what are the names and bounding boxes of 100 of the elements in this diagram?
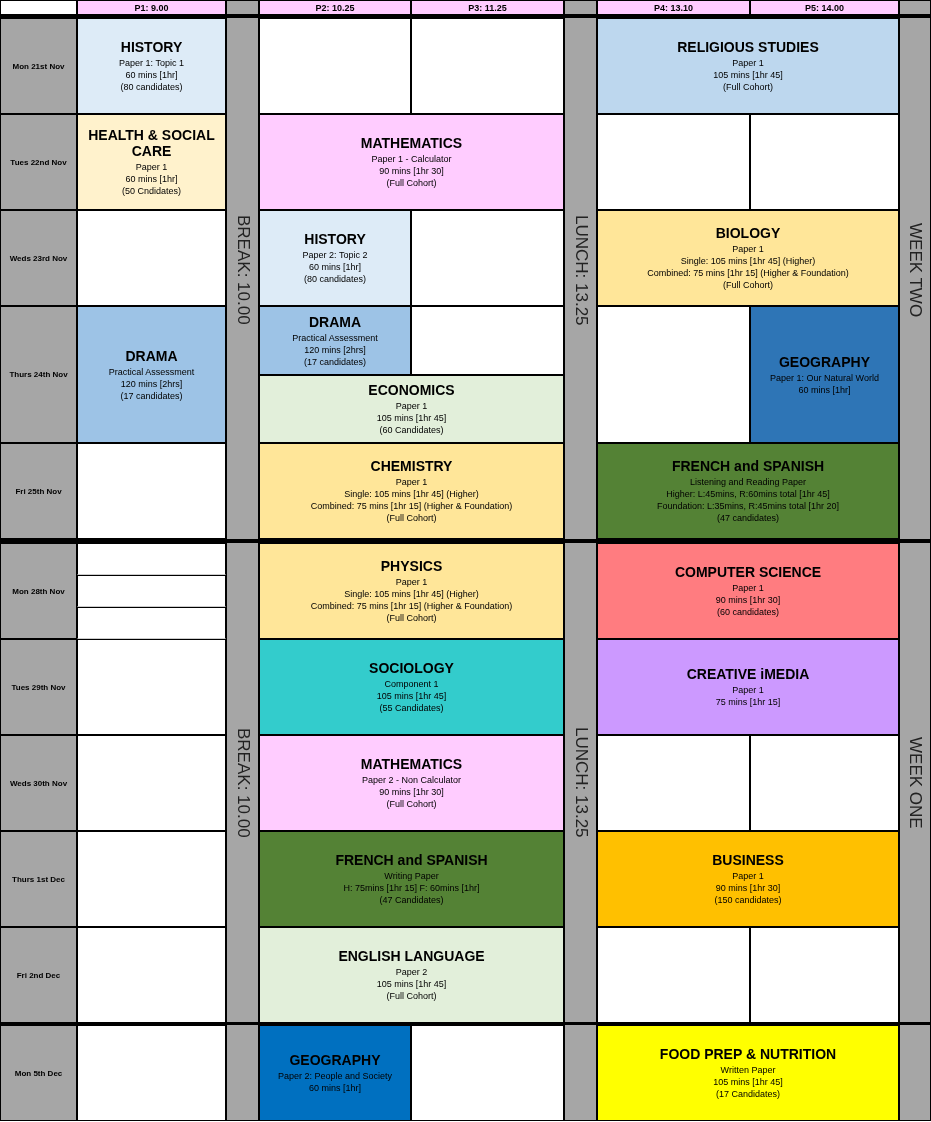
exam-block <box>750 306 899 443</box>
exam-detail: Single: 105 mins [1hr 45] (Higher) <box>680 255 816 267</box>
exam-detail: 60 mins [1hr] <box>309 261 361 273</box>
exam-detail: Written Paper <box>720 1064 776 1076</box>
exam-block <box>597 18 899 114</box>
exam-block <box>597 443 899 539</box>
subject-title: SOCIOLOGY <box>369 660 454 676</box>
exam-detail: 90 mins [1hr 30] <box>379 165 444 177</box>
exam-detail: (60 Candidates) <box>379 424 444 436</box>
subject-title: HEALTH & SOCIAL CARE <box>87 127 216 159</box>
exam-block <box>597 1025 899 1121</box>
exam-detail: Component 1 <box>384 678 439 690</box>
exam-detail: (17 candidates) <box>120 389 183 402</box>
exam-detail: Paper 1: Our Natural World <box>770 371 879 384</box>
exam-detail: Combined: 75 mins [1hr 15] (Higher & Foundation) <box>310 600 513 612</box>
day-label: Tues 29th Nov <box>0 639 77 735</box>
exam-block <box>597 639 899 735</box>
exam-detail: Paper 1 <box>732 870 764 882</box>
subject-title: RELIGIOUS STUDIES <box>677 39 819 55</box>
subject-title: CHEMISTRY <box>370 458 453 474</box>
exam-block <box>597 831 899 927</box>
exam-detail: 90 mins [1hr 30] <box>715 882 781 894</box>
bar-label: BREAK: 10.00 <box>232 727 253 838</box>
exam-detail: 60 mins [1hr] <box>125 69 178 81</box>
exam-detail: H: 75mins [1hr 15] F: 60mins [1hr] <box>343 882 480 894</box>
subject-title: GEOGRAPHY <box>289 1052 381 1068</box>
exam-detail: Higher: L:45mins, R:60mins total [1hr 45] <box>666 488 830 500</box>
exam-block <box>259 114 564 210</box>
exam-detail: 60 mins [1hr] <box>798 383 851 396</box>
subject-title: CREATIVE iMEDIA <box>686 666 810 682</box>
exam-detail: 90 mins [1hr 30] <box>715 594 781 606</box>
exam-detail: Paper 1 <box>395 400 428 412</box>
exam-detail: 120 mins [2hrs] <box>304 343 366 356</box>
exam-block <box>77 18 226 114</box>
exam-detail: 60 mins [1hr] <box>309 1082 361 1094</box>
exam-detail: (47 candidates) <box>716 512 779 524</box>
day-label: Thurs 24th Nov <box>0 306 77 443</box>
subject-title: GEOGRAPHY <box>779 353 870 370</box>
subject-title: ENGLISH LANGUAGE <box>338 948 485 964</box>
exam-detail: 75 mins [1hr 15] <box>715 696 781 708</box>
exam-detail: Paper 1: Topic 1 <box>119 57 184 69</box>
exam-detail: (17 candidates) <box>303 355 366 368</box>
exam-detail: Combined: 75 mins [1hr 15] (Higher & Foundation) <box>310 500 513 512</box>
exam-detail: (Full Cohort) <box>386 798 437 810</box>
bar-label: WEEK TWO <box>905 222 925 318</box>
exam-block <box>259 443 564 539</box>
subject-title: FRENCH and SPANISH <box>335 852 488 868</box>
exam-block <box>259 543 564 639</box>
exam-block <box>259 306 411 375</box>
day-label: Fri 25th Nov <box>0 443 77 539</box>
day-label: Fri 2nd Dec <box>0 927 77 1023</box>
exam-block <box>597 543 899 639</box>
exam-detail: (50 Cndidates) <box>121 185 181 197</box>
exam-detail: Paper 2 - Non Calculator <box>361 774 462 786</box>
exam-block <box>597 210 899 306</box>
exam-detail: 60 mins [1hr] <box>125 173 178 185</box>
exam-detail: Paper 1 <box>395 576 428 588</box>
exam-detail: 105 mins [1hr 45] <box>713 69 783 81</box>
exam-detail: (Full Cohort) <box>723 279 773 291</box>
exam-detail: (Full Cohort) <box>386 612 437 624</box>
exam-block <box>259 927 564 1023</box>
exam-detail: (150 candidates) <box>714 894 782 906</box>
day-label: Mon 5th Dec <box>0 1025 77 1121</box>
exam-detail: (17 Candidates) <box>715 1088 780 1100</box>
day-label: Mon 21st Nov <box>0 18 77 114</box>
exam-detail: (Full Cohort) <box>386 177 437 189</box>
exam-detail: Paper 1 <box>395 476 428 488</box>
exam-block <box>259 375 564 443</box>
exam-detail: 90 mins [1hr 30] <box>379 786 444 798</box>
exam-detail: 105 mins [1hr 45] <box>376 978 447 990</box>
exam-block <box>259 639 564 735</box>
exam-block <box>259 735 564 831</box>
exam-detail: Paper 1 <box>135 161 168 173</box>
exam-detail: (80 candidates) <box>120 81 183 93</box>
exam-detail: Single: 105 mins [1hr 45] (Higher) <box>344 588 479 600</box>
exam-detail: 105 mins [1hr 45] <box>376 690 447 702</box>
day-label: Tues 22nd Nov <box>0 114 77 210</box>
exam-detail: Practical Assessment <box>292 331 378 344</box>
exam-detail: Listening and Reading Paper <box>689 476 807 488</box>
exam-detail: Paper 1 <box>732 57 764 69</box>
day-label: Weds 30th Nov <box>0 735 77 831</box>
day-label: Weds 23rd Nov <box>0 210 77 306</box>
exam-detail: 105 mins [1hr 45] <box>376 412 447 424</box>
subject-title: ECONOMICS <box>368 382 455 398</box>
exam-detail: Writing Paper <box>384 870 439 882</box>
exam-detail: 105 mins [1hr 45] <box>713 1076 783 1088</box>
exam-detail: Paper 1 <box>732 684 764 696</box>
exam-detail: 120 mins [2hrs] <box>120 377 183 390</box>
bar-label: WEEK ONE <box>905 736 925 829</box>
exam-detail: (Full Cohort) <box>386 990 437 1002</box>
subject-title: DRAMA <box>125 347 178 364</box>
exam-detail: (47 Candidates) <box>379 894 444 906</box>
bar-label: LUNCH: 13.25 <box>570 214 591 326</box>
subject-title: BUSINESS <box>712 852 784 868</box>
exam-detail: Foundation: L:35mins, R:45mins total [1hr 20] <box>656 500 840 512</box>
day-label: Thurs 1st Dec <box>0 831 77 927</box>
subject-title: FOOD PREP & NUTRITION <box>659 1046 837 1062</box>
exam-detail: (60 candidates) <box>716 606 779 618</box>
subject-title: BIOLOGY <box>715 225 781 241</box>
subject-title: HISTORY <box>304 231 366 247</box>
